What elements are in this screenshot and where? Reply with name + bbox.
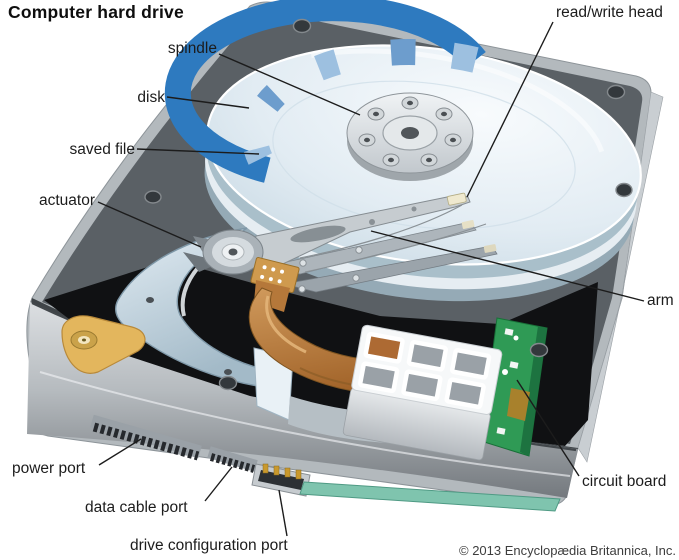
connector-block (342, 324, 503, 461)
label-spindle: spindle (167, 40, 217, 57)
case-right-face (577, 91, 664, 463)
label-power-port: power port (12, 460, 86, 477)
label-drive-configuration-port: drive configuration port (130, 537, 288, 554)
leader-saved-file (136, 148, 260, 155)
label-read-write-head: read/write head (556, 4, 663, 21)
connector-holes (357, 331, 492, 410)
platter-highlight (310, 48, 605, 153)
pcb-edge-strip (299, 481, 561, 512)
label-saved-file: saved file (69, 141, 135, 158)
read-write-head-part (446, 192, 467, 206)
spindle-hub (346, 92, 474, 181)
leader-disk (166, 96, 250, 109)
leader-read-write-head (466, 21, 554, 198)
power-port-body (90, 414, 202, 459)
magnet-block (61, 315, 146, 374)
label-data-cable-port: data cable port (85, 499, 188, 516)
leader-spindle (218, 53, 361, 116)
label-arm: arm (647, 292, 674, 309)
leader-circuit-board (516, 379, 580, 477)
leader-power-port (98, 438, 142, 466)
leader-actuator (97, 201, 202, 248)
leader-lines (97, 21, 645, 537)
copyright-credit: © 2013 Encyclopædia Britannica, Inc. (459, 543, 676, 558)
actuator-pivot (202, 229, 264, 275)
data-cable-port-pins (209, 453, 256, 473)
figure-title: Computer hard drive (8, 2, 184, 22)
screw-holes (144, 18, 633, 391)
suspension-wire-2 (304, 223, 487, 273)
actuator-crescent (114, 227, 268, 387)
label-disk: disk (137, 89, 165, 106)
leader-drive-config-port (278, 489, 288, 537)
saved-file-arc (164, 0, 486, 183)
hub-screws (358, 96, 462, 167)
port-connectors (90, 414, 561, 512)
band-emboss-line (39, 371, 571, 477)
power-port-pins (92, 422, 200, 461)
arm-assembly (202, 192, 498, 294)
eblock-prong-2 (183, 252, 222, 272)
label-actuator: actuator (38, 192, 95, 209)
leader-arm (370, 230, 645, 302)
leader-data-cable-port (204, 466, 233, 502)
label-circuit-board: circuit board (582, 473, 667, 490)
arm-slot (290, 225, 346, 243)
drive-config-jumper (251, 463, 311, 497)
